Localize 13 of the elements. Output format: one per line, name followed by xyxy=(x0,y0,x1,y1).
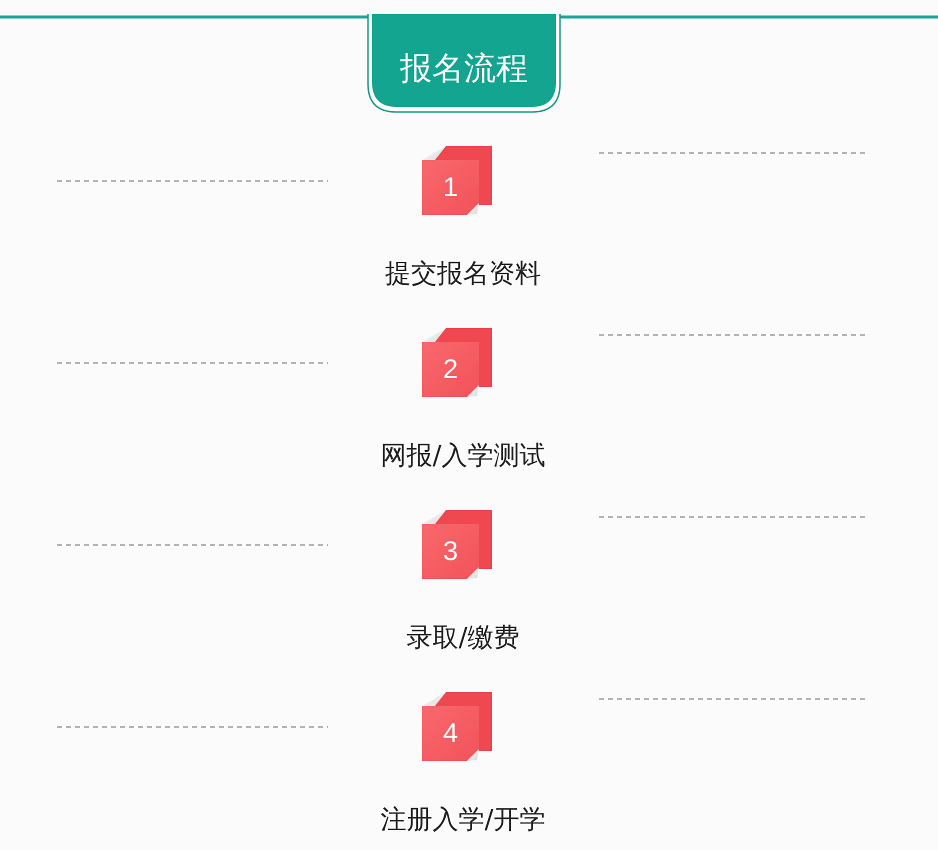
step-label: 录取/缴费 xyxy=(406,622,520,654)
step-number: 3 xyxy=(442,536,460,566)
step-tile xyxy=(422,692,492,762)
step-tile xyxy=(422,510,492,580)
step-number: 1 xyxy=(442,172,460,202)
step-label: 提交报名资料 xyxy=(384,258,542,290)
step-number: 4 xyxy=(442,718,460,748)
step-label: 注册入学/开学 xyxy=(380,804,546,836)
step-number: 2 xyxy=(442,354,460,384)
step-tile xyxy=(422,146,492,216)
step-label: 网报/入学测试 xyxy=(380,440,546,472)
diagram-title: 报名流程 xyxy=(399,48,529,88)
step-tile xyxy=(422,328,492,398)
